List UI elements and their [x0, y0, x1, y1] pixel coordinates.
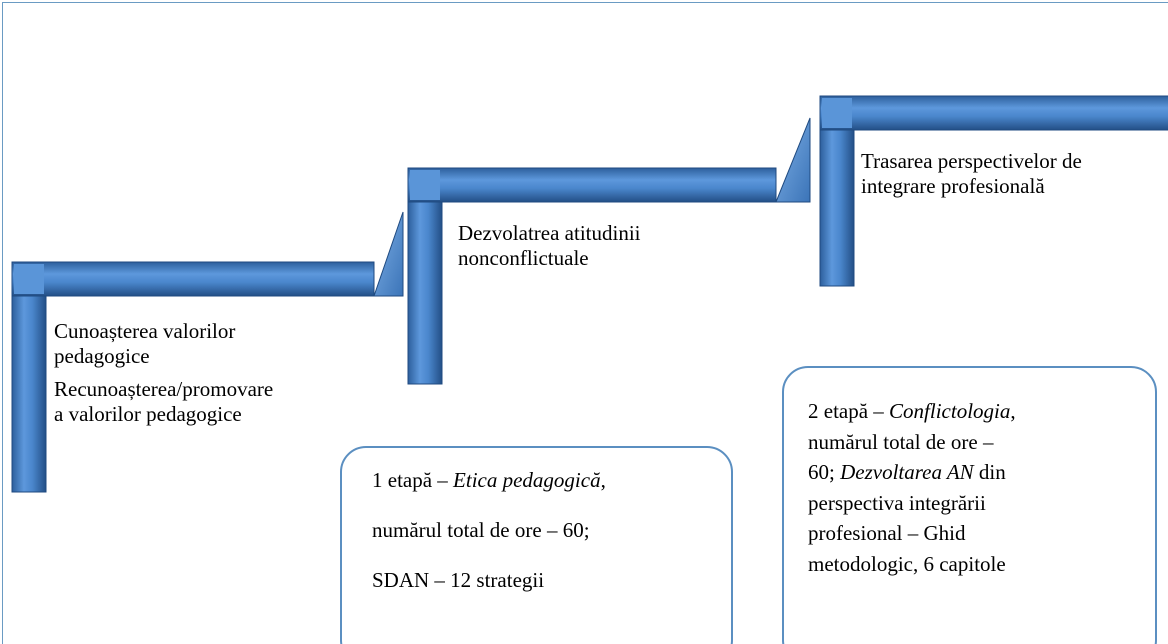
step-3-line-1: Trasarea perspectivelor de [861, 149, 1082, 173]
stage-2-note: 2 etapă – Conflictologia, numărul total … [782, 366, 1157, 644]
step-1-label: Cunoașterea valorilor pedagogice Recunoa… [54, 319, 273, 427]
note-2-line-5: profesional – Ghid [808, 521, 966, 545]
step-1-line-2: pedagogice [54, 344, 150, 368]
note-1-line-3: SDAN – 12 strategii [372, 568, 545, 592]
note-2-line-2: numărul total de ore – [808, 429, 994, 454]
step-2-line-2: nonconflictuale [458, 246, 589, 270]
step-2-label: Dezvolatrea atitudinii nonconflictuale [458, 221, 641, 271]
step-3-label: Trasarea perspectivelor de integrare pro… [861, 149, 1082, 199]
step-1-shape [11, 211, 404, 493]
step-1-line-3: Recunoașterea/promovare [54, 377, 274, 401]
step-1-line-1: Cunoașterea valorilor [54, 319, 236, 343]
step-2-line-1: Dezvolatrea atitudinii [458, 221, 641, 245]
note-1-line-2: numărul total de ore – 60; [372, 518, 590, 542]
step-1-corner [373, 211, 404, 297]
step-2-corner [775, 117, 811, 203]
note-1-line-1: 1 etapă – Etica pedagogică, [372, 468, 606, 492]
step-3-shape [819, 95, 1168, 287]
step-1-line-4: a valorilor pedagogice [54, 402, 242, 426]
note-2-line-6: metodologic, 6 capitole [808, 551, 1006, 576]
note-2-line-4: perspectiva integrării [808, 490, 986, 515]
stage-1-note: 1 etapă – Etica pedagogică, numărul tota… [340, 446, 733, 644]
note-2-line-3: 60; Dezvoltarea AN din [808, 460, 1006, 484]
step-2-shape [407, 117, 811, 385]
note-2-line-1: 2 etapă – Conflictologia, [808, 399, 1016, 423]
step-3-line-2: integrare profesională [861, 174, 1045, 198]
